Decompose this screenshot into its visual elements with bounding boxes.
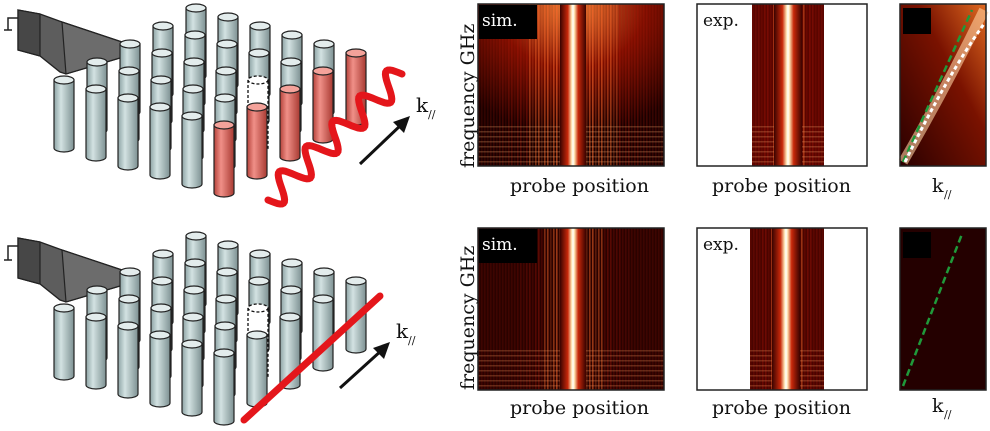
red-rod xyxy=(312,66,334,144)
x-axis-label: probe position xyxy=(510,175,649,197)
k-subscript: // xyxy=(428,108,436,121)
rod xyxy=(85,84,107,162)
y-axis-label: frequency GHz xyxy=(457,24,479,168)
rod xyxy=(53,303,75,381)
top-panels: frequency GHz sim. probe position exp. p… xyxy=(457,3,989,201)
k-label: k xyxy=(416,93,429,117)
red-rod xyxy=(246,102,268,180)
dispersion-curve xyxy=(903,23,986,163)
flat-wave xyxy=(240,292,384,424)
tag-background xyxy=(479,5,537,39)
panel-tag: exp. xyxy=(703,11,739,31)
light-line xyxy=(901,9,974,163)
k-arrow-icon xyxy=(338,342,390,390)
red-rod xyxy=(213,120,235,198)
rod xyxy=(53,75,75,153)
x-axis-subscript: // xyxy=(944,408,952,421)
rod xyxy=(181,339,203,417)
x-axis-label: probe position xyxy=(712,397,851,419)
panel-tag: sim. xyxy=(482,11,518,31)
tag-background xyxy=(479,229,537,263)
surface-wave xyxy=(264,66,406,208)
x-axis-label: probe position xyxy=(712,175,851,197)
panel-tag: sim. xyxy=(482,235,518,255)
dispersion-map xyxy=(899,227,987,391)
top-schematic: k // xyxy=(4,3,436,208)
rod xyxy=(312,294,334,372)
x-axis-label: probe position xyxy=(510,397,649,419)
x-axis-subscript: // xyxy=(944,188,952,201)
rod xyxy=(149,102,171,180)
bottom-panels: frequency GHz sim. probe position exp. p… xyxy=(457,227,987,421)
k-label: k xyxy=(396,319,409,343)
light-line xyxy=(901,233,964,387)
x-axis-label: k xyxy=(932,175,944,197)
rod-array xyxy=(53,3,367,198)
x-axis-label: k xyxy=(932,395,944,417)
rod xyxy=(181,111,203,189)
exp-heatmap: exp. xyxy=(696,3,868,167)
rod xyxy=(85,312,107,390)
sim-heatmap: sim. xyxy=(477,227,665,391)
exp-heatmap: exp. xyxy=(696,227,868,391)
y-axis-label: frequency GHz xyxy=(457,246,479,390)
red-rod xyxy=(279,84,301,162)
rod xyxy=(117,93,139,171)
k-subscript: // xyxy=(408,334,416,347)
rod xyxy=(149,330,171,408)
rod xyxy=(246,330,268,408)
panel-tag: exp. xyxy=(703,235,739,255)
k-arrow-icon xyxy=(358,116,410,166)
sim-heatmap: sim. xyxy=(477,3,665,167)
rod xyxy=(117,321,139,399)
bottom-schematic: k // xyxy=(4,231,416,426)
dispersion-map xyxy=(898,3,989,167)
rod-array xyxy=(53,231,367,426)
rod xyxy=(213,348,235,426)
